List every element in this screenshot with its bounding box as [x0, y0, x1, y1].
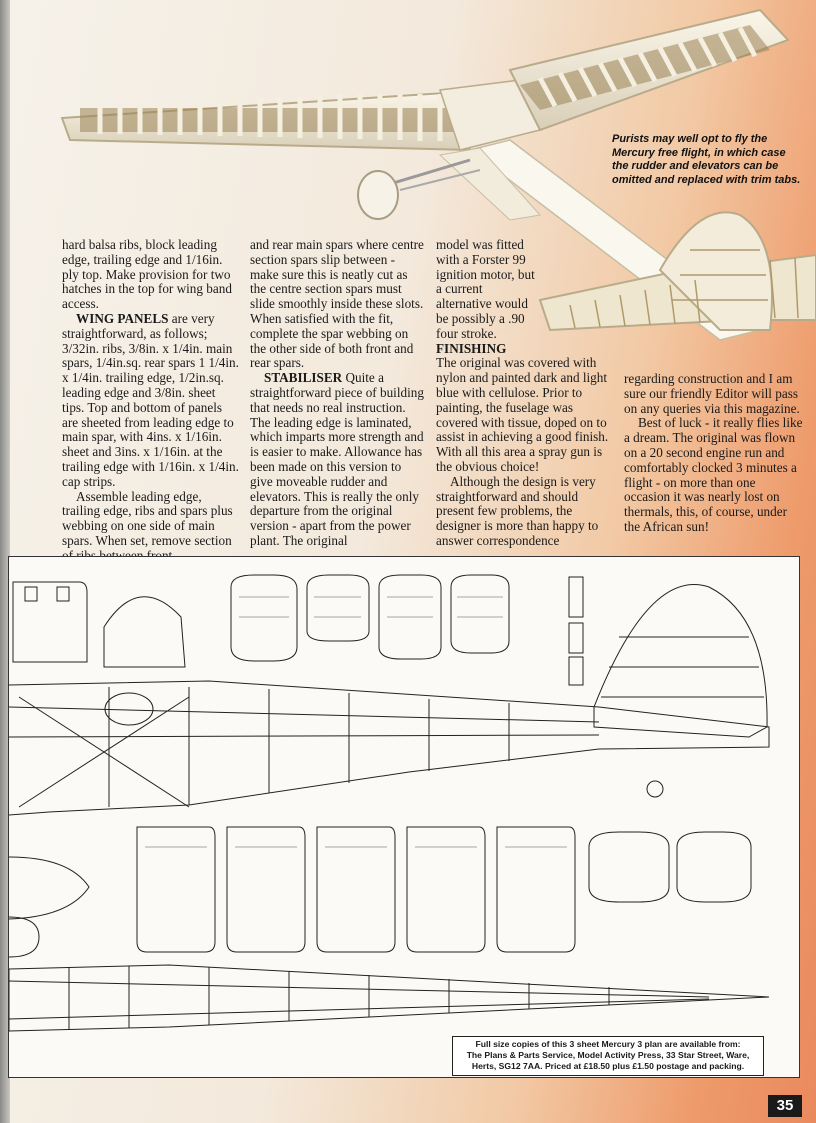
aircraft-photo	[60, 8, 816, 341]
right-wing	[508, 8, 790, 132]
article-column-3: model was fitted with a Forster 99 ignit…	[436, 237, 616, 549]
article-column-2: and rear main spars where centre section…	[250, 237, 424, 549]
wing-panels-text: are very straightforward, as follows; 3/…	[62, 310, 239, 489]
article-column-4: regarding construction and I am sure our…	[624, 371, 804, 535]
col4-paragraph-2: Best of luck - it really flies like a dr…	[624, 415, 803, 534]
col2-paragraph-1: and rear main spars where centre section…	[250, 237, 424, 371]
stabiliser-text: Quite a straightforward piece of buildin…	[250, 370, 424, 548]
photo-caption: Purists may well opt to fly the Mercury …	[612, 133, 801, 186]
plan-availability-notice: Full size copies of this 3 sheet Mercury…	[452, 1036, 764, 1076]
col3-paragraph-2: The original was covered with nylon and …	[436, 355, 609, 474]
page-number: 35	[768, 1095, 802, 1117]
notice-line-2: The Plans & Parts Service, Model Activit…	[466, 1050, 750, 1060]
landing-gear	[357, 158, 481, 220]
plan-drawing	[8, 556, 800, 1078]
tailplane	[538, 211, 816, 332]
col1-paragraph-3: Assemble leading edge, trailing edge, ri…	[62, 488, 233, 563]
col3-paragraph-3: Although the design is very straightforw…	[436, 473, 599, 548]
col1-paragraph-1: hard balsa ribs, block leading edge, tra…	[62, 237, 232, 312]
col2-paragraph-2: STABILISER Quite a straightforward piece…	[250, 370, 424, 549]
notice-line-3: Herts, SG12 7AA. Priced at £18.50 plus £…	[471, 1061, 745, 1071]
stabiliser-heading: STABILISER	[264, 370, 343, 386]
col4-paragraph-1: regarding construction and I am sure our…	[624, 371, 800, 416]
plan-drawing-svg	[9, 574, 770, 1032]
binding-gutter	[0, 0, 10, 1123]
left-wing	[60, 90, 472, 152]
wing-panels-heading: WING PANELS	[76, 310, 169, 326]
notice-line-1: Full size copies of this 3 sheet Mercury…	[475, 1039, 741, 1049]
article-column-1: hard balsa ribs, block leading edge, tra…	[62, 237, 240, 564]
col3-paragraph-1: model was fitted with a Forster 99 ignit…	[436, 237, 535, 341]
col1-paragraph-2: WING PANELS are very straightforward, as…	[62, 310, 240, 490]
finishing-heading: FINISHING	[436, 340, 507, 356]
